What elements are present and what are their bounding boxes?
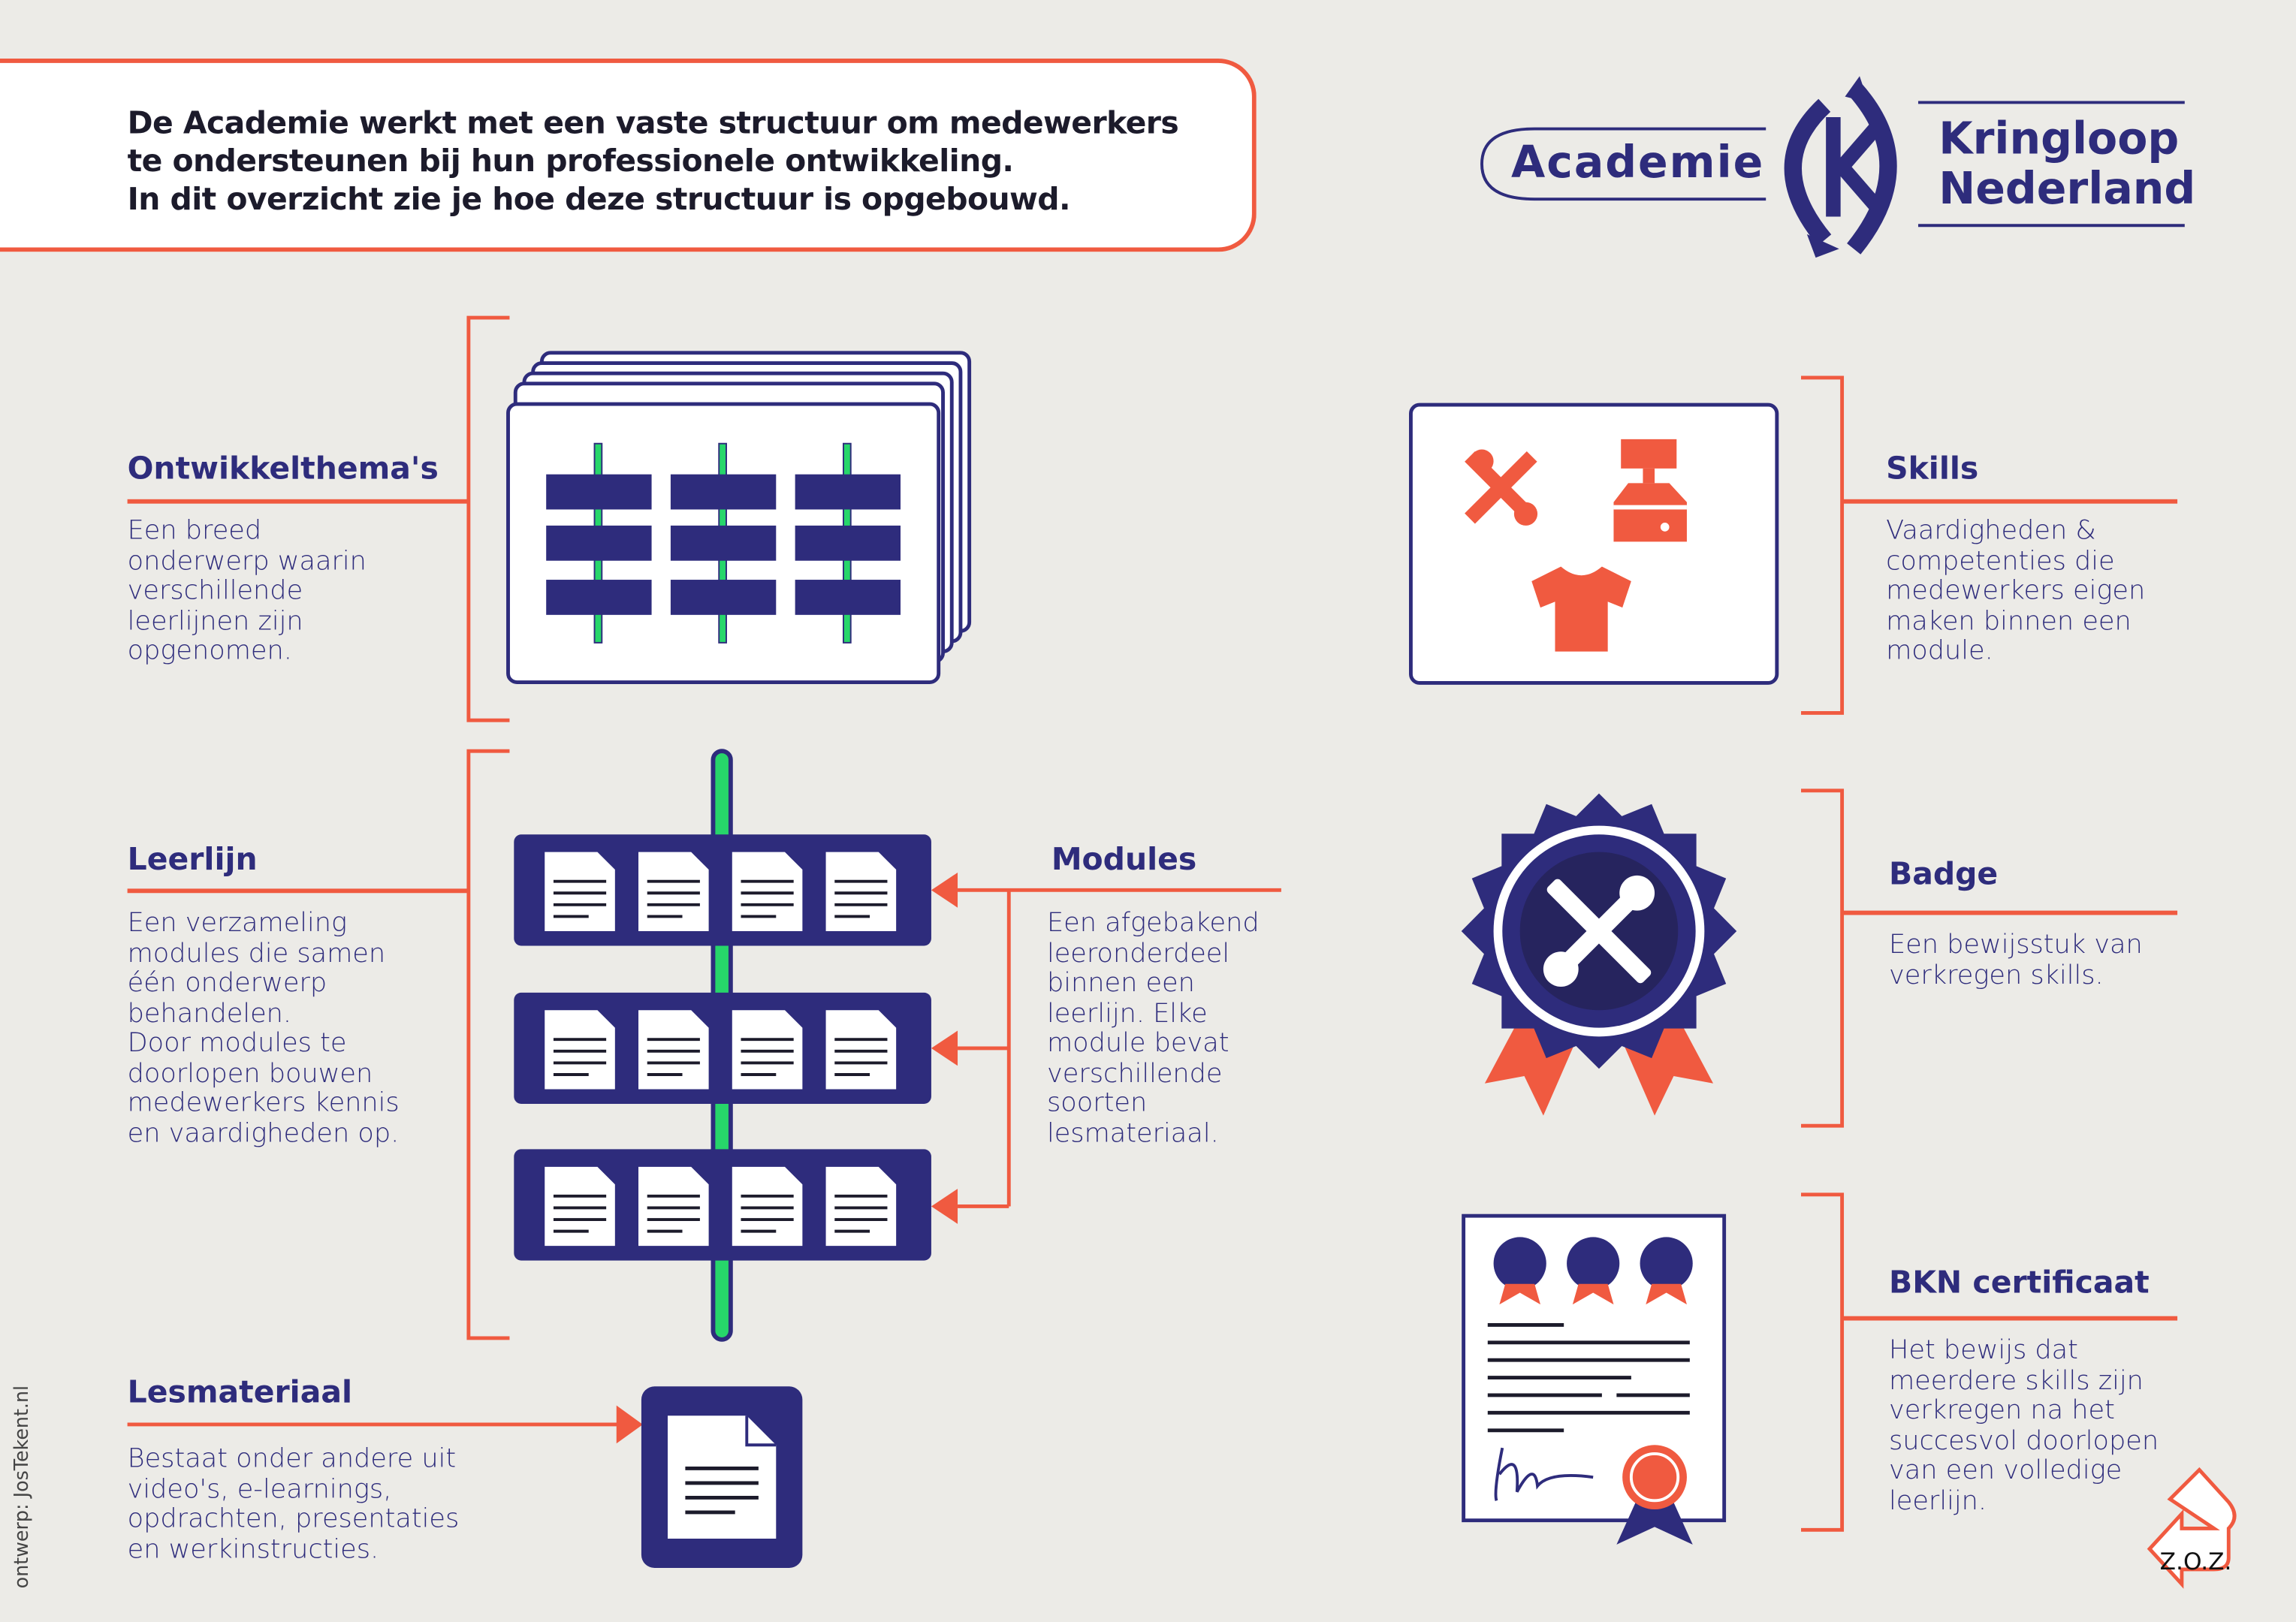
skills-card bbox=[1409, 402, 1779, 685]
modules-desc: Een afgebakend leeronderdeel binnen een … bbox=[1046, 907, 1260, 1149]
badge-desc: Een bewijsstuk van verkregen skills. bbox=[1888, 929, 2143, 990]
skills-desc: Vaardigheden & competenties die medewerk… bbox=[1886, 515, 2146, 667]
bracket bbox=[1801, 788, 1845, 1128]
document-icon bbox=[641, 1386, 803, 1569]
document-icon bbox=[638, 852, 709, 931]
document-icon bbox=[732, 852, 803, 931]
document-icon bbox=[732, 1010, 803, 1090]
divider bbox=[1843, 910, 2178, 915]
badge-icon bbox=[1461, 793, 1737, 1116]
intro-line: te ondersteunen bij hun professionele on… bbox=[127, 143, 1014, 179]
document-icon bbox=[825, 1166, 897, 1247]
logo: Academie Kringloop Nederland bbox=[1476, 76, 2196, 259]
bracket bbox=[1801, 375, 1845, 715]
document-icon bbox=[732, 1166, 803, 1247]
leerlijn-modules-icon bbox=[514, 749, 931, 1342]
badge-title: Badge bbox=[1888, 856, 1999, 892]
document-icon bbox=[825, 852, 897, 931]
intro-box: De Academie werkt met een vaste structuu… bbox=[0, 58, 1257, 252]
intro-line: De Academie werkt met een vaste structuu… bbox=[127, 105, 1179, 141]
lesmateriaal-desc: Bestaat onder andere uit video's, e-lear… bbox=[127, 1443, 460, 1565]
bracket bbox=[466, 749, 510, 1340]
logo-mark-icon bbox=[1480, 76, 2185, 258]
skills-title: Skills bbox=[1886, 451, 1979, 487]
cash-register-icon bbox=[1613, 439, 1687, 542]
document-icon bbox=[545, 852, 615, 931]
document-icon bbox=[545, 1166, 615, 1247]
document-icon bbox=[638, 1166, 709, 1247]
document-icon bbox=[825, 1010, 897, 1090]
leerlijn-title: Leerlijn bbox=[127, 842, 258, 877]
intro-line: In dit overzicht zie je hoe deze structu… bbox=[127, 181, 1071, 217]
tools-icon bbox=[1465, 449, 1538, 526]
logo-kringloop: Kringloop bbox=[1938, 114, 2180, 166]
intro-text: De Academie werkt met een vaste structuu… bbox=[128, 104, 1179, 218]
modules-title: Modules bbox=[1051, 842, 1197, 877]
ontwikkelthemas-desc: Een breed onderwerp waarin verschillende… bbox=[127, 515, 367, 667]
leerlijn-desc: Een verzameling modules die samen één on… bbox=[127, 907, 400, 1149]
shirt-icon bbox=[1531, 566, 1631, 652]
logo-nederland: Nederland bbox=[1938, 164, 2196, 216]
divider bbox=[1843, 499, 2178, 503]
bracket bbox=[466, 315, 510, 722]
credit: ontwerp: JosTekent.nl bbox=[11, 1385, 34, 1589]
modules-arrows bbox=[931, 872, 1281, 1224]
document-icon bbox=[545, 1010, 615, 1090]
arrow bbox=[127, 1405, 643, 1444]
ontwikkelthema-cards-icon bbox=[506, 351, 972, 684]
ontwikkelthemas-title: Ontwikkelthema's bbox=[127, 451, 439, 487]
zoz-label: Z.O.Z. bbox=[2159, 1547, 2232, 1575]
certificaat-desc: Het bewijs dat meerdere skills zijn verk… bbox=[1888, 1335, 2159, 1516]
zoz-arrow-icon bbox=[2147, 1467, 2237, 1589]
logo-academie: Academie bbox=[1510, 137, 1765, 189]
lesmateriaal-title: Lesmateriaal bbox=[127, 1374, 353, 1410]
divider bbox=[1843, 1316, 2178, 1320]
divider bbox=[127, 888, 470, 893]
document-icon bbox=[638, 1010, 709, 1090]
divider bbox=[127, 499, 470, 503]
certificate-icon bbox=[1462, 1213, 1727, 1545]
certificaat-title: BKN certificaat bbox=[1888, 1265, 2150, 1301]
bracket bbox=[1801, 1192, 1845, 1532]
